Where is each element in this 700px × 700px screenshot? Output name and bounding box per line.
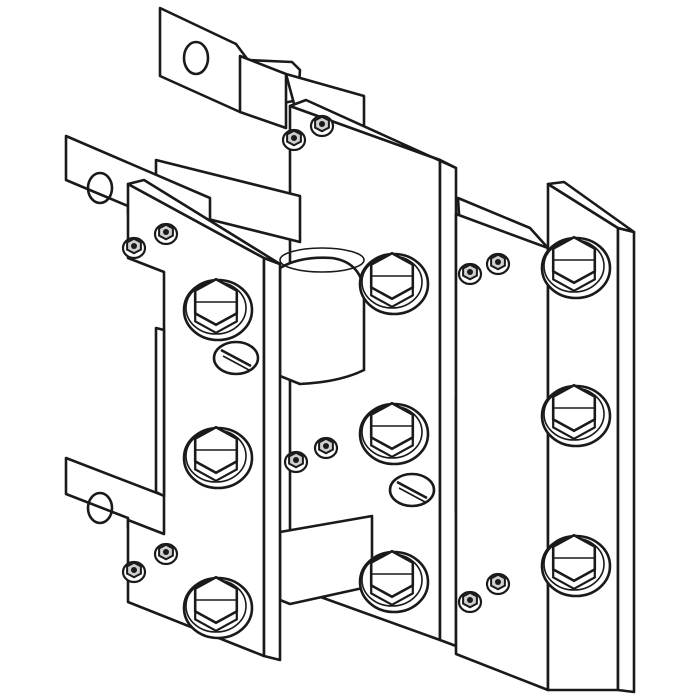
slotted-screw-left-slot-screw (212, 340, 260, 376)
small-nut-right-bottom-b (485, 572, 511, 596)
hex-bolt-center-plate-bottom (358, 549, 430, 614)
hex-bolt-left-plate-mid (182, 425, 254, 490)
left-cylinder (278, 247, 366, 386)
right-inner-plate (454, 212, 550, 692)
left-inner-flange (154, 326, 166, 498)
right-front-plate-edge (616, 226, 636, 694)
left-front-plate-edge (262, 256, 282, 662)
small-nut-mid-a (283, 450, 309, 474)
slotted-screw-center-slot-screw (388, 472, 436, 508)
small-nut-left-bottom-b (153, 542, 179, 566)
left-upper-tab-hole (86, 171, 114, 205)
left-lower-tab-hole (86, 491, 114, 525)
hex-bolts (182, 235, 612, 640)
hex-bolt-right-plate-bottom (540, 533, 612, 598)
top-tab-hole (182, 40, 210, 76)
left-front-plate-top (126, 178, 282, 266)
small-nut-right-bottom-a (457, 590, 483, 614)
hex-bolt-center-plate-mid (358, 401, 430, 466)
hex-bolt-right-plate-mid (540, 383, 612, 448)
hex-bolt-left-plate-bottom (182, 575, 254, 640)
hex-bolt-center-plate-top (358, 251, 430, 316)
small-nut-left-bottom-a (121, 560, 147, 584)
center-plate-top-edge (288, 98, 458, 170)
small-nut-left-top-a (121, 236, 147, 260)
small-nut-back-top-a (281, 128, 307, 152)
back-channel (238, 54, 288, 130)
small-nut-left-top-b (153, 222, 179, 246)
small-nuts (121, 114, 511, 614)
right-front-plate-top (546, 180, 636, 234)
center-plate-edge (438, 158, 458, 648)
slotted-screws (212, 340, 436, 508)
small-nut-mid-b (313, 436, 339, 460)
small-nut-back-top-b (309, 114, 335, 138)
hex-bolt-left-plate-top (182, 277, 254, 342)
small-nut-right-top-a (457, 262, 483, 286)
small-nut-right-top-b (485, 252, 511, 276)
hex-bolt-right-plate-top (540, 235, 612, 300)
